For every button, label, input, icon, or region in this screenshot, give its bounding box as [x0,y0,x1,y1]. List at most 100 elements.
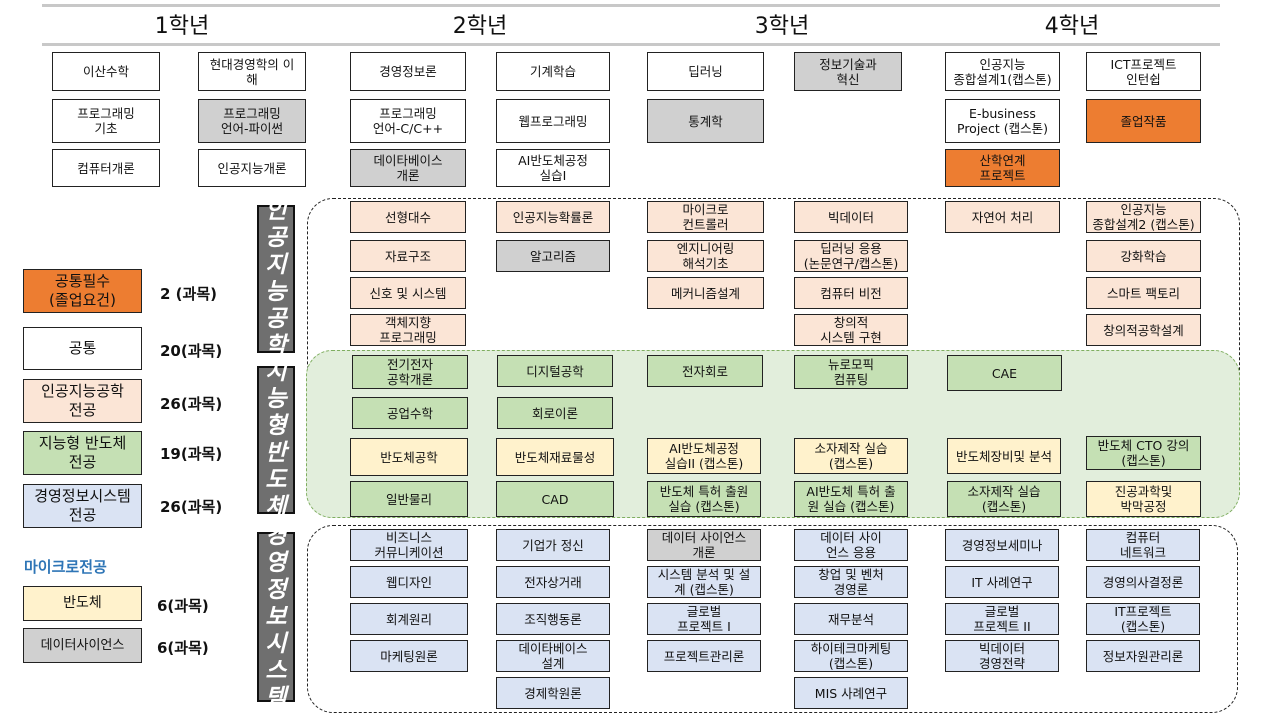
course-box: 경제학원론 [496,677,610,709]
course-box: 마케팅원론 [350,640,468,672]
course-box: 데이터 사이 언스 응용 [794,529,908,561]
course-box: ICT프로젝트 인턴쉽 [1086,52,1201,91]
course-box: 전자회로 [647,355,763,387]
course-box: 재무분석 [794,603,908,635]
year-4-header: 4학년 [1044,14,1100,39]
course-box: 비즈니스 커뮤니케이션 [350,529,468,561]
year-3-header: 3학년 [754,14,810,39]
course-box: 조직행동론 [496,603,610,635]
course-box: 이산수학 [52,52,160,91]
course-box: 창업 및 벤처 경영론 [794,566,908,598]
course-box: 자연어 처리 [945,201,1060,233]
course-box: 회로이론 [497,397,613,429]
course-box: 컴퓨터 네트워크 [1086,529,1200,561]
course-box: 반도체 CTO 강의 (캡스톤) [1086,436,1201,470]
course-box: 프로그래밍 기초 [52,99,160,143]
course-box: 컴퓨터 비전 [794,277,908,309]
course-box: 데이타베이스 개론 [350,149,466,187]
top-rule [42,4,1220,7]
course-box: 반도체장비및 분석 [947,438,1061,474]
course-box: 졸업작품 [1086,99,1201,143]
course-box: 전기전자 공학개론 [352,355,468,389]
course-box: 웹프로그래밍 [496,99,610,143]
legend-common: 공통 [23,327,142,370]
track-label-mis: 경 영 정 보 시 스 템 [257,523,295,711]
legend-micro-data-science-count: 6(과목) [157,639,209,657]
course-box: 공업수학 [352,397,468,429]
legend-required: 공통필수 (졸업요건) [23,269,142,313]
legend-micro-semiconductor: 반도체 [23,586,142,621]
course-box: 하이테크마케팅 (캡스톤) [794,640,908,672]
course-box: 반도체공학 [350,438,468,476]
course-box: 반도체재료물성 [496,438,614,476]
course-box: 경영정보론 [350,52,466,91]
course-box: 현대경영학의 이 해 [198,52,306,91]
course-box: 딥러닝 [647,52,764,91]
legend-ai-count: 26(과목) [160,395,223,413]
course-box: 데이터 사이언스 개론 [647,529,761,561]
course-box: 객체지향 프로그래밍 [350,314,466,346]
track-label-ai: 인 공 지 능 공 학 [257,198,295,359]
mis-region [307,525,1238,713]
course-box: CAE [947,355,1062,391]
course-box: 일반물리 [350,481,468,517]
course-box: AI반도체 특허 출 원 실습 (캡스톤) [794,481,908,517]
course-box: 창의적공학설계 [1086,314,1201,346]
course-box: 인공지능확률론 [496,201,610,233]
course-box: AI반도체공정 실습II (캡스톤) [647,438,761,474]
course-box: 알고리즘 [496,240,610,272]
legend-mis-count: 26(과목) [160,498,223,516]
year-2-header: 2학년 [452,14,508,39]
course-box: AI반도체공정 실습I [496,149,610,187]
course-box: 인공지능 종합설계1(캡스톤) [945,52,1060,91]
course-box: 시스템 분석 및 설 계 (캡스톤) [647,566,761,598]
course-box: 선형대수 [350,201,466,233]
track-label-semiconductor: 지 능 형 반 도 체 [257,359,295,520]
course-box: 빅데이터 경영전략 [945,640,1059,672]
course-box: 신호 및 시스템 [350,277,466,309]
legend-semiconductor: 지능형 반도체 전공 [23,431,142,475]
course-box: 글로벌 프로젝트 I [647,603,761,635]
course-box: 프로젝트관리론 [647,640,761,672]
course-box: 경영정보세미나 [945,529,1059,561]
course-box: 진공과학및 박막공정 [1086,481,1201,517]
course-box: 마이크로 컨트롤러 [647,201,764,233]
course-box: 딥러닝 응용 (논문연구/캡스톤) [794,240,908,272]
legend-micro-semiconductor-count: 6(과목) [157,597,209,615]
course-box: 디지털공학 [497,355,613,387]
legend-semiconductor-count: 19(과목) [160,445,223,463]
course-box: 데이타베이스 설계 [496,640,610,672]
course-box: 기계학습 [496,52,610,91]
course-box: 뉴로모픽 컴퓨팅 [794,355,908,389]
header-rule [42,43,1220,46]
course-box: CAD [496,481,614,517]
course-box: 기업가 정신 [496,529,610,561]
course-box: 통계학 [647,99,764,143]
legend-required-count: 2 (과목) [160,285,217,303]
course-box: 정보자원관리론 [1086,640,1200,672]
course-box: 반도체 특허 출원 실습 (캡스톤) [647,481,761,517]
course-box: 회계원리 [350,603,468,635]
course-box: MIS 사례연구 [794,677,908,709]
course-box: 소자제작 실습 (캡스톤) [794,438,908,474]
course-box: IT 사례연구 [945,566,1059,598]
course-box: 프로그래밍 언어-C/C++ [350,99,466,143]
course-box: 창의적 시스템 구현 [794,314,908,346]
course-box: 경영의사결정론 [1086,566,1200,598]
legend-common-count: 20(과목) [160,342,223,360]
course-box: 인공지능개론 [198,149,306,187]
legend-micro-data-science: 데이터사이언스 [23,628,142,663]
micro-major-title: 마이크로전공 [24,558,107,576]
course-box: 프로그래밍 언어-파이썬 [198,99,306,143]
course-box: 인공지능 종합설계2 (캡스톤) [1086,201,1201,233]
course-box: 컴퓨터개론 [52,149,160,187]
course-box: 웹디자인 [350,566,468,598]
course-box: 정보기술과 혁신 [794,52,902,91]
year-1-header: 1학년 [154,14,210,39]
course-box: 자료구조 [350,240,466,272]
course-box: 스마트 팩토리 [1086,277,1201,309]
course-box: 산학연계 프로젝트 [945,149,1060,187]
course-box: 글로벌 프로젝트 II [945,603,1059,635]
course-box: 전자상거래 [496,566,610,598]
course-box: 메커니즘설계 [647,277,764,309]
